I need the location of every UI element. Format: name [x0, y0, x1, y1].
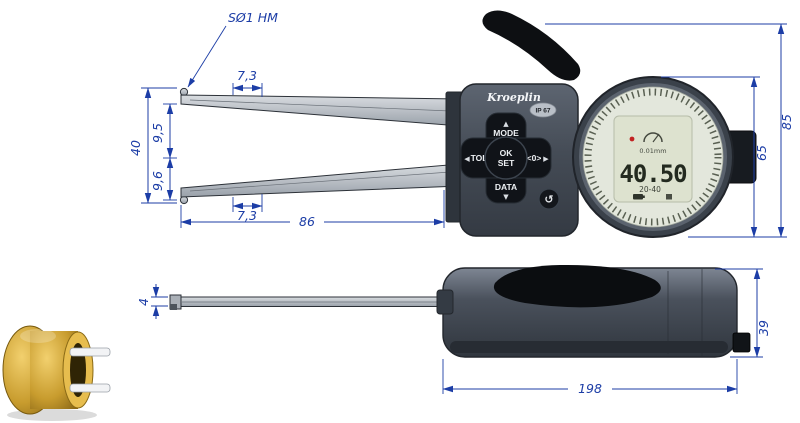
rod-thickness-label: 4: [136, 298, 151, 306]
resolution-label: 0.01mm: [639, 147, 666, 155]
upper-offset-label: 9,5: [150, 123, 165, 143]
ok-label: OK: [500, 148, 514, 158]
body-height-label: 39: [756, 320, 771, 336]
upper-tip-width-label: 7,3: [237, 68, 257, 83]
workpiece-highlight: [20, 329, 56, 343]
lower-arm-seam: [189, 171, 451, 192]
tip-spec-leader: [187, 25, 227, 88]
dim-arm-length: 86: [180, 190, 445, 229]
side-view: [169, 264, 751, 358]
ip-rating-label: IP 67: [535, 108, 550, 115]
dim-upper-tip-width: 7,3: [232, 68, 263, 97]
head-height-label: 85: [779, 114, 794, 130]
probe-arm-in-bore-bottom: [69, 383, 111, 393]
body-length-label: 198: [578, 381, 602, 396]
dpad-right-icon: ▶: [543, 155, 549, 163]
battery-body: [633, 194, 643, 200]
trend-arc-icon: [643, 132, 663, 143]
ip-badge-oval: [529, 102, 557, 118]
battery-icon: [633, 194, 645, 200]
mode-button-label: MODE: [493, 128, 519, 138]
dpad-left-icon: ◀: [464, 155, 470, 163]
ok-set-button: [484, 136, 528, 180]
data-button-label: DATA: [495, 182, 517, 192]
upper-arm-seam: [189, 99, 451, 112]
side-rod-contact: [170, 304, 177, 310]
side-port: [732, 332, 751, 353]
dim-rod-thickness: 4: [136, 284, 168, 319]
status-dot: [629, 136, 635, 142]
actuating-lever: [482, 10, 581, 81]
set-label: SET: [498, 158, 515, 168]
arm-length-label: 86: [299, 214, 315, 229]
reset-icon: ↺: [544, 193, 553, 206]
brand-label: Kroeplin: [486, 91, 541, 104]
side-bottom-band: [450, 341, 728, 353]
workpiece-render: [2, 325, 111, 421]
lower-offset-label: 9,6: [150, 171, 165, 191]
dim-tip-spec: SØ1 HM: [187, 10, 278, 88]
battery-nub: [643, 195, 645, 198]
dpad: ▲ MODE ◀ TOL <0> ▶ DATA ▼ OK SET ↺: [460, 112, 560, 210]
measured-value: 40.50: [619, 160, 687, 188]
probe-arm-in-bore-top: [69, 347, 111, 357]
dpad-down-icon: ▼: [503, 193, 509, 201]
dim-head-height: 85: [545, 23, 794, 238]
side-rod-collar: [436, 289, 454, 315]
zero-button-label: <0>: [527, 153, 542, 163]
dim-display-diameter: 65: [661, 76, 769, 238]
dim-body-height: 39: [715, 268, 771, 358]
reset-button: [538, 188, 560, 210]
trend-arc-needle: [652, 133, 660, 143]
workpiece-bore: [70, 343, 86, 397]
upper-measuring-arm: [180, 94, 461, 127]
dim-body-length: 198: [442, 359, 738, 396]
dimensions: SØ1 HM 7,3 9,5 40 9,6: [128, 10, 794, 396]
dpad-up-icon: ▲: [503, 120, 509, 128]
range-label: 20-40: [639, 185, 661, 194]
lock-icon: [666, 194, 672, 200]
digital-display: 0.01mm 40.50 20-40: [572, 76, 734, 238]
dial-tick-ring: [584, 88, 722, 226]
tol-button-label: TOL: [471, 153, 488, 163]
span-label: 40: [128, 140, 143, 156]
dim-vertical-offsets: 9,5 40 9,6: [128, 87, 177, 204]
lower-tip-width-label: 7,3: [237, 208, 257, 223]
dim-lower-tip-width: 7,3: [232, 194, 263, 223]
ip-rating-badge: IP 67: [529, 102, 557, 118]
side-lever: [493, 264, 661, 308]
display-diameter-label: 65: [754, 145, 769, 161]
lower-measuring-arm: [180, 163, 461, 198]
top-view: Kroeplin IP 67 ▲ MODE ◀ TOL <0> ▶ DATA ▼…: [179, 10, 757, 238]
tip-spec-label: SØ1 HM: [228, 10, 278, 25]
